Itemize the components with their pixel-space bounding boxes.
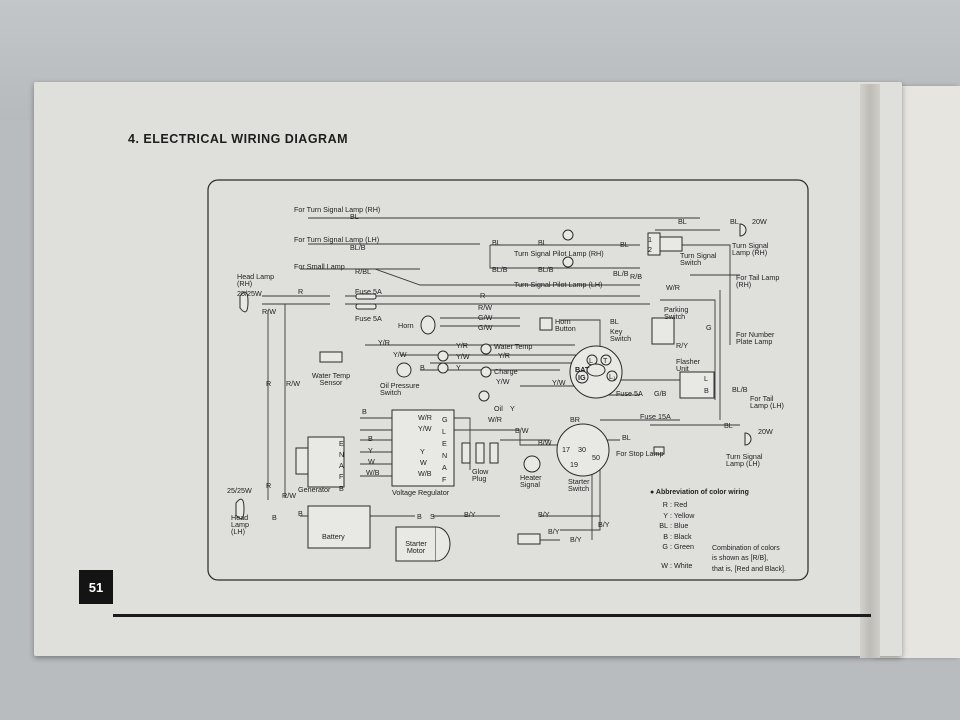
footer-rule <box>113 614 871 617</box>
glow-plug-icon <box>461 442 499 464</box>
turn-signal-switch-icon <box>647 232 683 256</box>
heater-signal-icon <box>523 455 541 473</box>
diagram-frame <box>207 179 809 581</box>
horn-icon <box>420 315 436 335</box>
page-number: 51 <box>79 570 113 604</box>
parking-switch-icon <box>651 317 675 345</box>
battery-icon <box>307 505 371 549</box>
horn-button-icon <box>539 317 553 331</box>
glow-plug-heater-icon <box>517 533 541 545</box>
turn-signal-lamp-rh-icon <box>739 223 747 237</box>
generator-icon <box>295 436 345 488</box>
manual-page <box>34 82 902 656</box>
starter-switch-icon <box>556 423 610 477</box>
key-switch-icon <box>569 345 623 399</box>
head-lamp-rh-icon <box>239 291 249 313</box>
head-lamp-lh-icon <box>235 498 245 520</box>
turn-signal-lamp-lh-icon <box>744 432 752 446</box>
flasher-unit-icon <box>679 371 715 399</box>
water-temp-sensor-icon <box>319 351 343 363</box>
oil-pressure-switch-icon <box>396 362 412 378</box>
wire-lines <box>262 217 740 541</box>
voltage-regulator-icon <box>391 409 455 487</box>
stop-lamp-connector-icon <box>653 446 665 455</box>
starter-motor-icon <box>395 526 451 562</box>
pilot-lamp-icons <box>437 229 574 402</box>
page-title: 4. ELECTRICAL WIRING DIAGRAM <box>128 132 349 146</box>
fuse-icon <box>355 293 377 310</box>
book-gutter <box>860 84 880 658</box>
